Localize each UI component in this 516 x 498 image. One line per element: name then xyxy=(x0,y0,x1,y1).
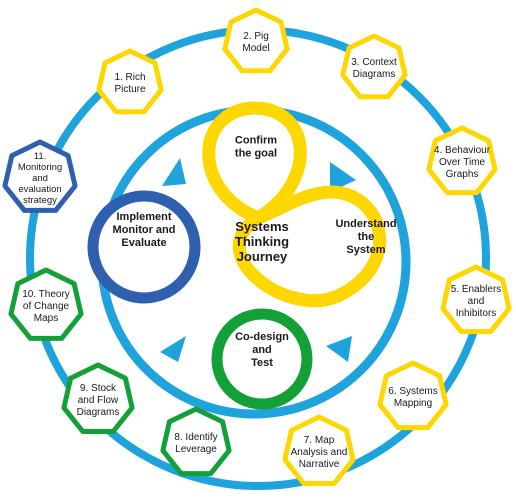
label-line: Confirm xyxy=(235,135,277,147)
label-line: Understand xyxy=(335,218,396,230)
tool-node-heptagon xyxy=(340,33,408,100)
cycle-arrow-top-left xyxy=(162,158,186,186)
label-line: 3. Context xyxy=(351,57,397,68)
label-line: 1. Rich xyxy=(114,72,145,83)
tool-node-heptagon xyxy=(440,264,512,335)
label-line: 6. Systems xyxy=(388,386,437,397)
tool-node-heptagon xyxy=(8,267,84,341)
confirm-understand-loop xyxy=(202,101,387,307)
label-line: Picture xyxy=(114,84,146,95)
label-line: Analysis and xyxy=(291,447,348,458)
label-line: evaluation xyxy=(18,184,61,195)
label-line: 5. Enablers xyxy=(451,284,502,295)
label-line: the xyxy=(358,231,375,243)
label-line: and xyxy=(32,173,48,184)
label-line: Implement xyxy=(116,211,171,223)
label-line: and xyxy=(468,296,485,307)
implement-circle xyxy=(87,190,201,304)
label-line: Co-design xyxy=(235,331,289,343)
tool-node-heptagon xyxy=(61,362,135,434)
label-line: 4. Behaviour xyxy=(434,145,491,156)
label-line: Leverage xyxy=(175,444,217,455)
label-line: Monitor and xyxy=(113,224,176,236)
tool-node-heptagon xyxy=(282,414,356,486)
label-line: Over Time xyxy=(439,157,486,168)
label-line: 8. Identify xyxy=(174,432,217,443)
tool-node-heptagon xyxy=(160,406,232,477)
label-line: strategy xyxy=(23,195,57,206)
label-line: 7. Map xyxy=(304,435,335,446)
tool-node-heptagon xyxy=(222,7,290,74)
label-line: 10. Theory xyxy=(22,289,70,300)
label-line: 2. Pig xyxy=(243,31,269,42)
label-line: Journey xyxy=(237,249,288,264)
tool-node-heptagon xyxy=(426,125,498,196)
label-line: the goal xyxy=(235,148,277,160)
label-line: and xyxy=(252,344,272,356)
label-line: Diagrams xyxy=(77,407,120,418)
cycle-arrow-bottom-left xyxy=(160,336,186,362)
label-line: Graphs xyxy=(446,169,479,180)
label-line: Evaluate xyxy=(121,237,166,249)
cycle-arrow-top-right xyxy=(330,162,356,192)
label-line: 9. Stock xyxy=(80,383,117,394)
cycle-arrow-bottom-right xyxy=(326,336,352,362)
tool-node-heptagon xyxy=(377,360,449,431)
label-line: and Flow xyxy=(78,395,119,406)
tool-node-heptagon xyxy=(2,139,78,213)
label-line: 11. xyxy=(34,151,47,162)
label-line: Inhibitors xyxy=(456,308,497,319)
tool-node-heptagon xyxy=(96,48,164,115)
label-line: Systems xyxy=(235,219,288,234)
label-line: System xyxy=(346,244,385,256)
codesign-circle xyxy=(211,308,313,410)
label-line: Maps xyxy=(34,313,58,324)
label-line: Model xyxy=(242,43,269,54)
label-line: Thinking xyxy=(235,234,289,249)
label-line: of Change xyxy=(23,301,70,312)
label-line: Test xyxy=(251,357,273,369)
label-line: Mapping xyxy=(394,398,432,409)
label-line: Diagrams xyxy=(353,69,396,80)
label-line: Monitoring xyxy=(18,162,62,173)
label-line: Narrative xyxy=(299,459,340,470)
